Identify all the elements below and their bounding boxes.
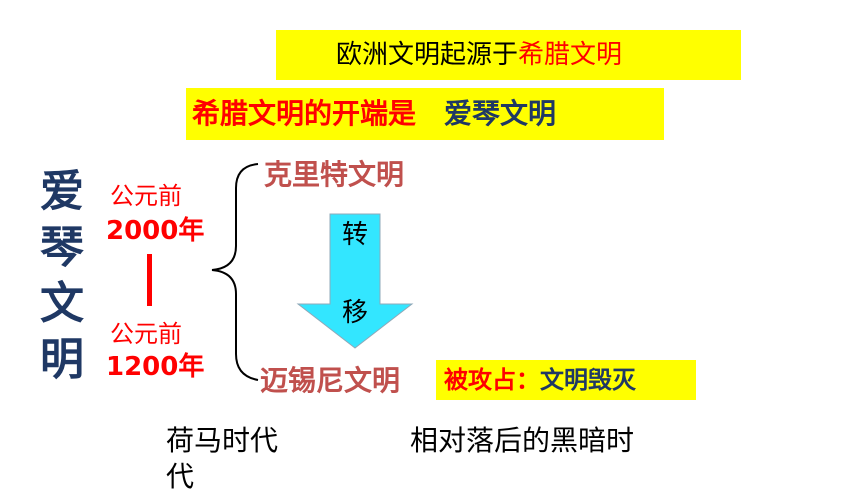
vertical-title-char: 爱 <box>40 166 84 217</box>
fate-note-value: 文明毁灭 <box>540 366 636 394</box>
timeline-connector <box>147 254 152 306</box>
origin-highlight: 希腊文明 <box>518 40 623 70</box>
origin-text: 欧洲文明起源于希腊文明 <box>336 40 622 70</box>
vertical-title-char: 明 <box>40 334 84 385</box>
footer-left-line1: 荷马时代 <box>166 424 279 457</box>
origin-prefix: 欧洲文明起源于 <box>336 40 519 70</box>
diagram-graphics <box>211 163 414 381</box>
start-banner: 希腊文明的开端是爱琴文明 <box>186 88 664 140</box>
branch-bottom-label: 迈锡尼文明 <box>260 364 401 397</box>
fate-note-prefix: 被攻占： <box>444 366 540 394</box>
timeline-start-year: 2000年 <box>106 216 205 246</box>
vertical-title: 爱 琴 文 明 <box>36 164 88 388</box>
vertical-title-char: 琴 <box>40 222 84 273</box>
arrow-char-top: 转 <box>342 220 369 250</box>
fate-note-text: 被攻占：文明毁灭 <box>444 366 636 394</box>
brace-icon <box>211 163 259 381</box>
footer-left-line2: 代 <box>166 460 195 493</box>
origin-banner: 欧洲文明起源于希腊文明 <box>276 30 741 80</box>
timeline-end-year: 1200年 <box>106 352 205 382</box>
branch-top-label: 克里特文明 <box>264 158 405 191</box>
timeline-start-era: 公元前 <box>110 182 182 210</box>
fate-note: 被攻占：文明毁灭 <box>436 360 696 400</box>
vertical-title-char: 文 <box>40 278 84 329</box>
footer-right: 相对落后的黑暗时 <box>410 424 635 457</box>
start-label: 希腊文明的开端是 <box>192 97 417 130</box>
start-text: 希腊文明的开端是爱琴文明 <box>192 98 556 130</box>
down-arrow-icon <box>296 213 414 349</box>
timeline-end-era: 公元前 <box>110 320 182 348</box>
start-value: 爱琴文明 <box>444 97 557 130</box>
arrow-char-bottom: 移 <box>342 298 369 328</box>
